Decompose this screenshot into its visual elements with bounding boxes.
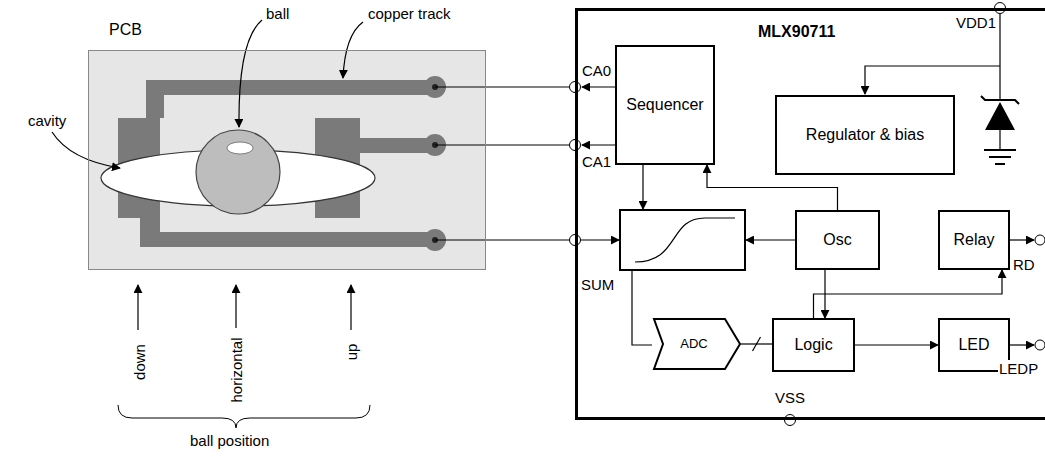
- callout-label: ball: [266, 5, 289, 23]
- callout-label: copper track: [368, 5, 451, 22]
- block-name: Regulator & bias: [806, 126, 924, 144]
- pcb-wire: [435, 87, 569, 240]
- callout-label: ball: [266, 5, 289, 22]
- pin-name: CA1: [581, 153, 612, 171]
- signal-connector: [855, 344, 938, 345]
- pin-name: SUM: [580, 276, 615, 294]
- adc-block: ADC: [653, 318, 741, 370]
- group-label: ball position: [190, 432, 269, 449]
- pcb-outline: PCB: [88, 50, 486, 270]
- pin-name: CA0: [581, 62, 612, 79]
- pin-name: CA1: [581, 153, 612, 170]
- zener-diode: [981, 96, 1019, 130]
- pin-name: RD: [1012, 256, 1036, 274]
- callout-label: cavity: [28, 112, 66, 130]
- position-label: down: [131, 344, 148, 380]
- callout-label: cavity: [28, 112, 66, 129]
- pin-name: LEDP: [998, 360, 1039, 377]
- ground-symbol: [984, 150, 1016, 164]
- ic-outline: MLX90711SequencerRegulator & biasOsc Rela…: [575, 8, 1045, 420]
- block-title: PCB: [109, 21, 142, 39]
- block-name: LED: [958, 336, 989, 354]
- sigmoid-block: [620, 210, 745, 270]
- oscillator-block: Osc: [795, 210, 880, 270]
- pin-name: CA0: [581, 62, 612, 80]
- sequencer-block: Sequencer: [615, 45, 715, 165]
- position-label: up: [343, 344, 360, 361]
- callout-label: copper track: [368, 5, 451, 23]
- bus-slash: [753, 337, 761, 351]
- pin-name: VSS: [774, 389, 806, 406]
- relay-driver-block: Relay: [938, 210, 1010, 270]
- logic-block: Logic: [772, 318, 855, 372]
- block-name: Osc: [823, 231, 851, 249]
- pin-name: VSS: [774, 389, 806, 407]
- ball: [196, 130, 280, 214]
- leader-line: [52, 20, 363, 330]
- brace: [118, 405, 370, 428]
- block-name: ADC: [680, 337, 707, 352]
- block-name: Relay: [954, 231, 995, 249]
- block-name: Sequencer: [626, 96, 703, 114]
- internal-wire: [581, 14, 1034, 345]
- pin-name: RD: [1012, 256, 1036, 273]
- pcb-board: [88, 50, 486, 270]
- block-name: Logic: [794, 336, 832, 354]
- block-title: MLX90711: [758, 23, 835, 41]
- regulator-block: Regulator & bias: [775, 95, 955, 175]
- pin-name: LEDP: [998, 360, 1039, 378]
- signal-connector: [814, 270, 1003, 318]
- pin-name: SUM: [580, 276, 615, 293]
- position-label: horizontal: [228, 337, 245, 402]
- pin-name: VDD1: [955, 14, 997, 31]
- pin: [570, 3, 1045, 426]
- group-label: ball position: [190, 432, 269, 450]
- pin-name: VDD1: [955, 14, 997, 32]
